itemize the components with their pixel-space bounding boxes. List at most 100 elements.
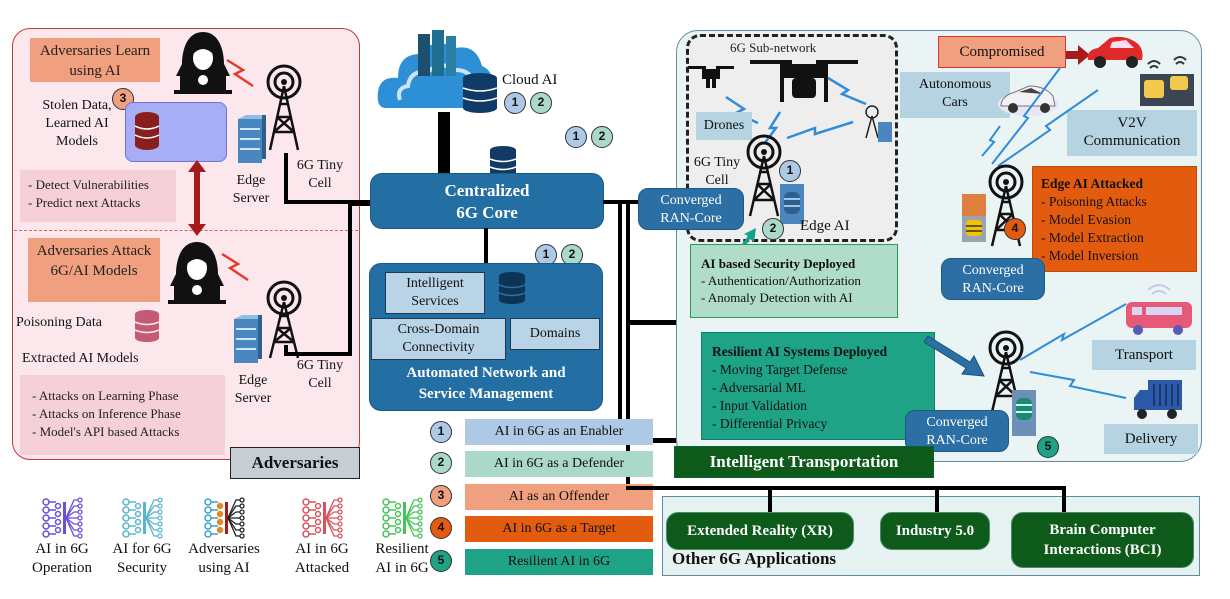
lightning-icon: [221, 252, 249, 282]
wire: [484, 228, 488, 264]
delivery-label: Delivery: [1104, 424, 1198, 454]
wireless-links-icon: [981, 67, 1099, 167]
domains-box: Domains: [510, 318, 600, 350]
app-bci: Brain Computer Interactions (BCI): [1011, 512, 1194, 568]
database-icon: [134, 112, 160, 150]
hacker-icon: [174, 32, 232, 94]
drone-icon: [688, 66, 734, 88]
bus-icon: [1126, 284, 1192, 335]
resilient-ai-deployed-box: Resilient AI Systems Deployed - Moving T…: [701, 332, 935, 440]
wire: [618, 200, 622, 442]
legend-defender: AI in 6G as a Defender: [465, 451, 653, 477]
lightning-icon: [786, 120, 854, 140]
edge-ai-attacked-box: Edge AI Attacked - Poisoning Attacks - M…: [1032, 166, 1197, 272]
drone-icon: [750, 60, 858, 102]
edge-server-icon: [780, 184, 804, 224]
compromised-box: Compromised: [938, 36, 1066, 68]
cloud-ai-label: Cloud AI: [502, 72, 558, 88]
wire: [626, 200, 630, 490]
adversaries-tag: Adversaries: [230, 447, 360, 479]
neural-net-adversary-icon: [204, 497, 245, 539]
legend-target: AI in 6G as a Target: [465, 516, 653, 542]
cell-tower-icon: [988, 330, 1024, 413]
wire: [438, 112, 450, 174]
badge-enabler: 1: [504, 92, 526, 114]
edge-ai-label: Edge AI: [800, 218, 850, 234]
subnet-title: 6G Sub-network: [730, 40, 817, 55]
drones-label: Drones: [696, 112, 752, 140]
badge-target: 4: [1004, 218, 1026, 240]
neural-net-red-icon: [302, 497, 343, 539]
resilient-server-icon: [1012, 390, 1036, 436]
wire: [348, 200, 352, 355]
wire: [768, 486, 772, 512]
cell-tower-icon: [988, 164, 1024, 247]
badge-defender: 2: [561, 244, 583, 266]
intelligent-transportation-title: Intelligent Transportation: [674, 446, 934, 478]
wire: [284, 345, 288, 355]
wire: [284, 200, 374, 204]
app-extended-reality: Extended Reality (XR): [666, 512, 854, 550]
wire: [284, 352, 352, 356]
database-icon: [489, 146, 517, 178]
wire: [626, 486, 1066, 490]
edge-server-label: Edge Server: [232, 173, 270, 206]
small-tower-icon: [865, 105, 892, 142]
edge-server-label: Edge Server: [234, 373, 272, 406]
intelligent-services-box: Intelligent Services: [385, 272, 485, 314]
adversaries-attack-box: Adversaries Attack 6G/AI Models: [28, 238, 160, 302]
autonomous-car-icon: [998, 85, 1058, 116]
database-icon: [462, 73, 498, 113]
red-car-icon: [1087, 36, 1143, 68]
v2v-cars-icon: [1140, 56, 1194, 106]
wireless-links-icon: [1019, 303, 1127, 399]
poisoning-data-label: Poisoning Data: [16, 315, 102, 330]
cell-tower-icon: [746, 134, 782, 217]
attacked-server-icon: [962, 194, 986, 242]
badge-enabler: 1: [565, 126, 587, 148]
hacker-icon: [168, 242, 226, 304]
wire: [284, 153, 288, 203]
arrow-icon: [923, 335, 985, 377]
tiny-cell-label: 6G Tiny Cell: [693, 155, 741, 188]
arrow-right-icon: [1066, 45, 1090, 65]
wire: [348, 202, 374, 206]
adversaries-learn-box: Adversaries Learn using AI: [30, 38, 160, 82]
legend-badge-3: 3: [430, 485, 452, 507]
transport-label: Transport: [1092, 340, 1196, 370]
badge-defender: 2: [762, 218, 784, 240]
badge-defender: 2: [530, 92, 552, 114]
edge-server-icon: [238, 115, 266, 163]
adversaries-divider: [14, 230, 358, 231]
neural-net-green-icon: [382, 497, 423, 539]
tiny-cell-label: 6G Tiny Cell: [296, 158, 344, 191]
legend-enabler: AI in 6G as an Enabler: [465, 419, 653, 445]
wire: [935, 486, 939, 512]
cross-domain-connectivity-box: Cross-Domain Connectivity: [371, 318, 506, 360]
badge-enabler: 1: [779, 160, 801, 182]
database-icon: [498, 272, 526, 304]
legend-badge-2: 2: [430, 452, 452, 474]
database-icon: [134, 310, 160, 342]
attack-bullets: - Attacks on Learning Phase- Attacks on …: [20, 375, 225, 455]
delivery-truck-icon: [1134, 380, 1182, 419]
wire: [603, 200, 643, 204]
badge-defender: 2: [591, 126, 613, 148]
neural-net-cyan-icon: [122, 497, 163, 539]
edge-server-icon: [234, 315, 262, 363]
wire: [1062, 486, 1066, 512]
